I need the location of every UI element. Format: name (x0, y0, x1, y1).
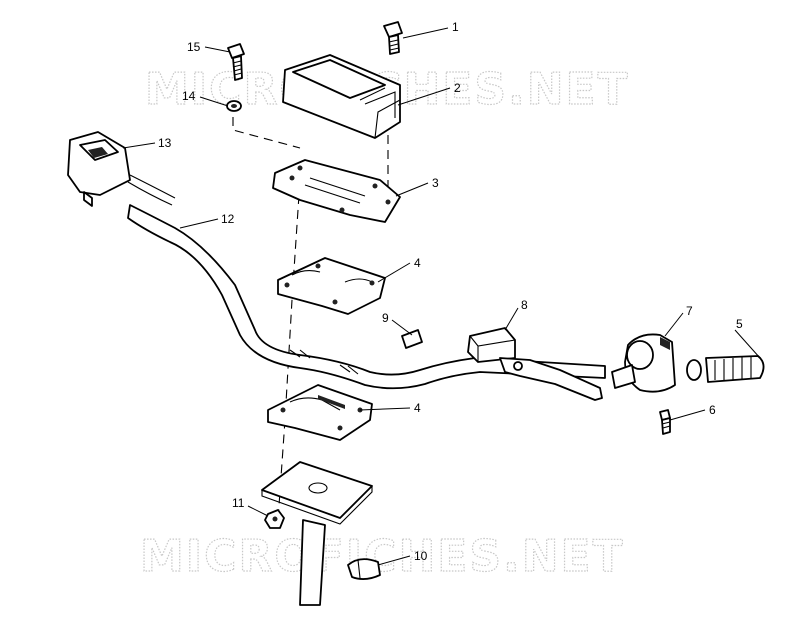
left-control-housing (67, 131, 176, 207)
handlebar (127, 204, 606, 390)
steering-post (261, 461, 373, 606)
callout-1: 1 (452, 20, 459, 34)
callout-7: 7 (686, 304, 693, 318)
clamp-10 (347, 558, 381, 580)
leader-lines (122, 27, 761, 566)
insert-9 (401, 329, 423, 349)
callout-8: 8 (521, 298, 528, 312)
throttle-housing (611, 333, 676, 393)
bolt-1 (383, 21, 403, 55)
brake-lever-assembly (467, 327, 603, 401)
callout-13: 13 (158, 136, 172, 150)
callout-5: 5 (736, 317, 743, 331)
lower-clamp (267, 384, 373, 441)
callout-14: 14 (182, 89, 196, 103)
callout-9: 9 (382, 311, 389, 325)
callout-2: 2 (454, 81, 461, 95)
callout-4-lower: 4 (414, 401, 421, 415)
screw-6 (659, 409, 671, 435)
washer-14 (226, 100, 242, 112)
callout-10: 10 (414, 549, 428, 563)
watermark-bottom: MICROFICHES.NET (140, 531, 625, 582)
mounting-plate (272, 159, 401, 223)
grip (686, 355, 765, 383)
callout-15: 15 (187, 40, 201, 54)
callout-4-upper: 4 (414, 256, 421, 270)
callout-12: 12 (221, 212, 235, 226)
bolt-15 (227, 43, 245, 81)
nut-11 (264, 509, 285, 529)
handlebar-cover (282, 54, 401, 139)
callout-6: 6 (709, 403, 716, 417)
callout-3: 3 (432, 176, 439, 190)
upper-clamp (277, 257, 386, 315)
callout-11: 11 (232, 496, 245, 510)
